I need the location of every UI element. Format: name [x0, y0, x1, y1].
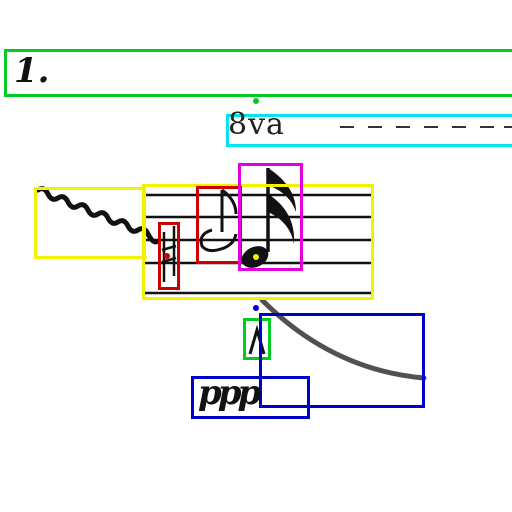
- sixteenth-note-icon: [241, 168, 296, 268]
- main-note-anchor-dot: [253, 254, 259, 260]
- ottava-dash: [368, 126, 382, 128]
- accent-box: [243, 318, 271, 360]
- ottava-dash: [480, 126, 494, 128]
- trill-box: [34, 187, 146, 259]
- ottava-dash: [504, 126, 512, 128]
- natural-anchor-dot: [164, 253, 170, 259]
- ending-label: 1.: [14, 51, 50, 91]
- ottava-dash: [340, 126, 354, 128]
- ending-bracket-box: [4, 49, 512, 97]
- trill-wave-icon: [35, 186, 159, 245]
- ottava-dash: [452, 126, 466, 128]
- staff-lines: [144, 193, 372, 295]
- ottava-label: 8va: [228, 107, 285, 142]
- natural-sign-box: [158, 222, 180, 290]
- main-note-box: [238, 163, 303, 271]
- grace-note-box: [196, 186, 242, 264]
- ottava-box: [226, 114, 512, 147]
- staff-box: [142, 184, 374, 300]
- slur-box: [259, 313, 425, 408]
- dynamic-box: [191, 376, 310, 419]
- natural-sign-icon: [161, 226, 177, 282]
- ottava-dash: [396, 126, 410, 128]
- ending-anchor-dot: [253, 98, 259, 104]
- eighth-note-icon: [199, 188, 238, 253]
- dynamic-label: ppp: [198, 373, 261, 413]
- accent-anchor-dot: [253, 305, 259, 311]
- ottava-dash: [424, 126, 438, 128]
